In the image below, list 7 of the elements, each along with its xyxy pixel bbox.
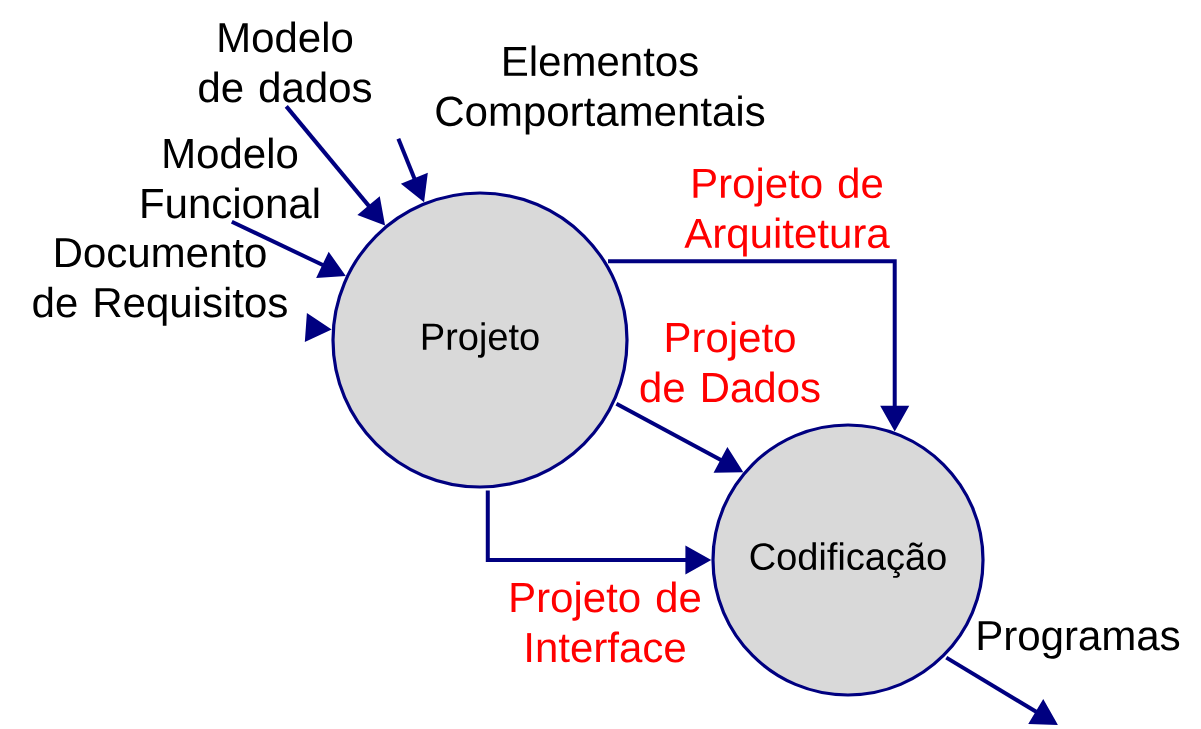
edge-label: Projeto de Arquitetura xyxy=(684,167,890,257)
edge-label: Projeto de Dados xyxy=(640,321,820,403)
input-label: Elementos Comportamentais xyxy=(436,45,765,135)
input-label: Modelo Funcional xyxy=(142,137,319,219)
input-label: Documento de Requisitos xyxy=(33,238,287,326)
edge-label: Projeto de Interface xyxy=(511,581,700,663)
input-label: Modelo de dados xyxy=(199,21,371,103)
